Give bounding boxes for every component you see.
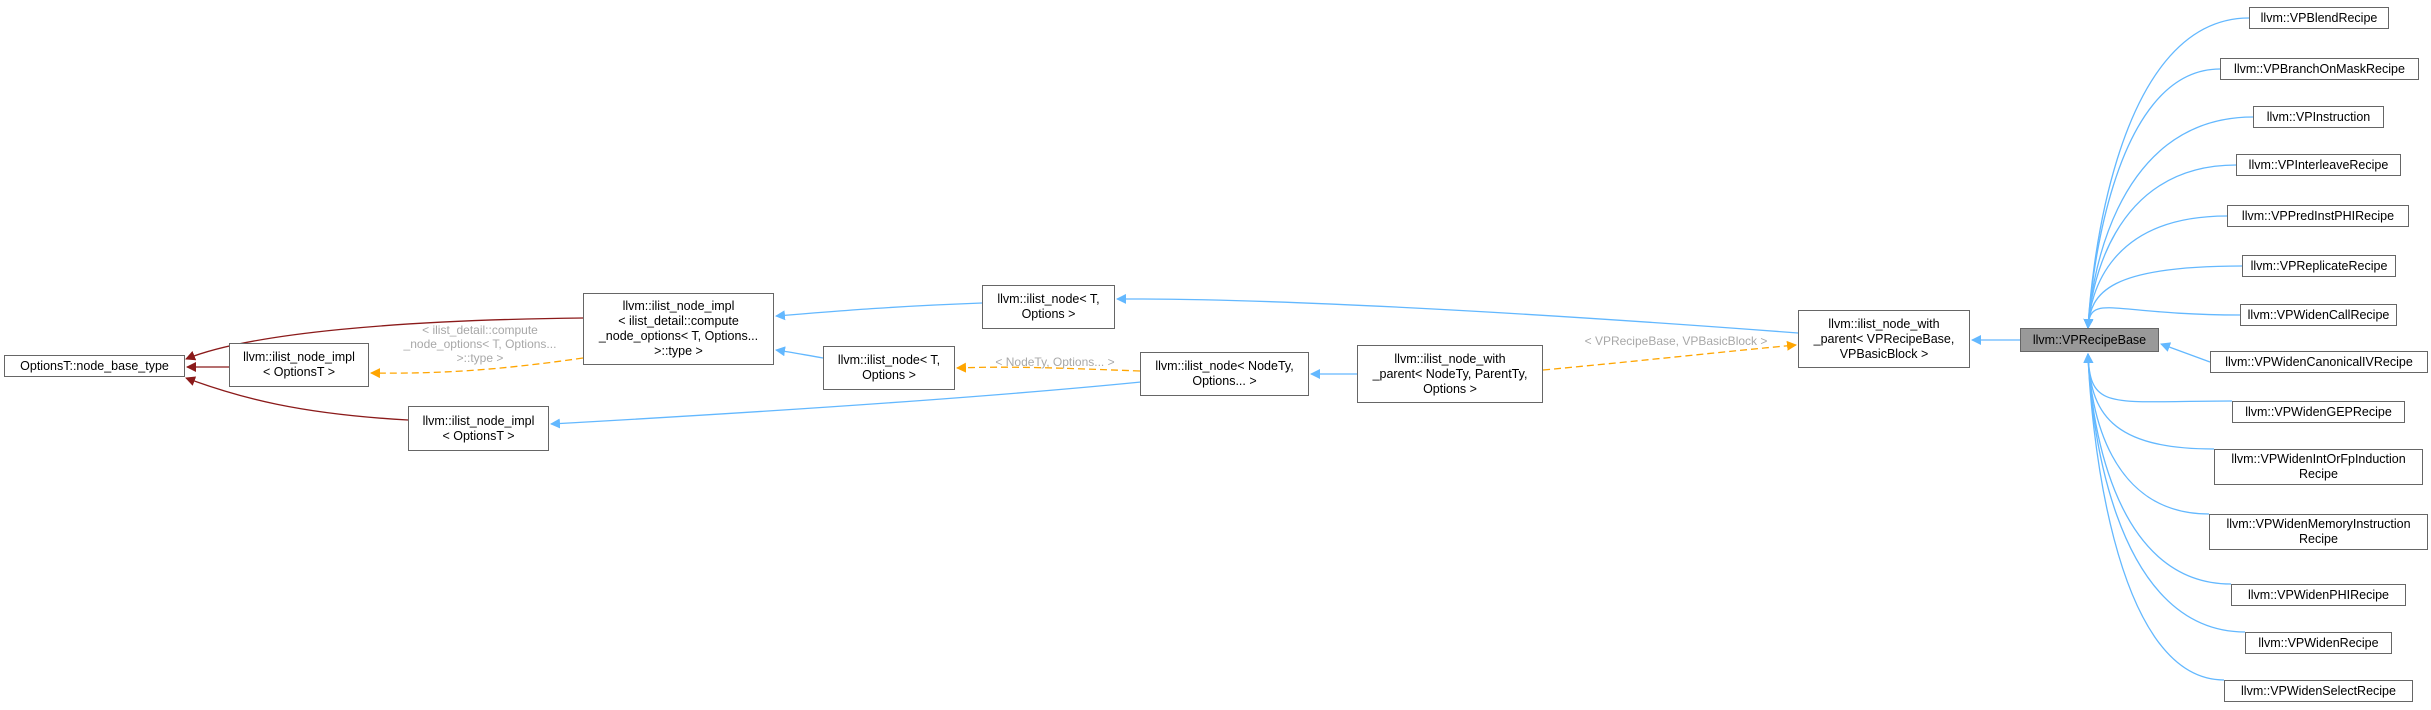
node-label-line: llvm::VPWidenMemoryInstruction	[2226, 517, 2411, 531]
derived-class-node[interactable]: llvm::VPBlendRecipe	[2249, 7, 2389, 29]
node-label-line: >::type >	[654, 344, 703, 358]
node-label-line: _parent< NodeTy, ParentTy,	[1372, 366, 1528, 381]
node-label-line: llvm::VPWidenGEPRecipe	[2245, 404, 2392, 419]
derived-class-node[interactable]: llvm::VPReplicateRecipe	[2242, 255, 2396, 277]
node-label-line: _parent< VPRecipeBase,	[1813, 331, 1955, 346]
node-label-line: llvm::ilist_node_with	[1828, 316, 1940, 331]
derived-class-node[interactable]: llvm::VPInstruction	[2253, 106, 2384, 128]
inheritance-edge	[2083, 353, 2225, 681]
node-label-line: Options >	[1423, 381, 1477, 396]
node-label-line: llvm::VPBranchOnMaskRecipe	[2234, 61, 2405, 76]
node-label-line: < OptionsT >	[442, 428, 515, 443]
node-label-line: llvm::VPInterleaveRecipe	[2248, 157, 2389, 172]
edge-label-line: < ilist_detail::compute	[422, 323, 538, 337]
node-label-line: < OptionsT >	[262, 365, 336, 379]
edge-label-vprecipebase: < VPRecipeBase, VPBasicBlock >	[1566, 334, 1786, 348]
inheritance-edge	[2083, 353, 2246, 633]
node-label-line: llvm::VPInstruction	[2266, 109, 2371, 124]
inheritance-edge	[550, 381, 1142, 429]
inheritance-edge	[2083, 164, 2237, 329]
derived-class-node[interactable]: llvm::VPWidenPHIRecipe	[2231, 584, 2406, 606]
node-label-line: llvm::ilist_node< NodeTy,	[1155, 359, 1294, 373]
ilist-node-impl-compute-node[interactable]: llvm::ilist_node_impl < ilist_detail::co…	[583, 293, 774, 365]
template-edge	[956, 362, 1141, 373]
node-label-line: VPBasicBlock >	[1839, 346, 1929, 361]
node-label-line: Recipe	[2299, 467, 2338, 481]
ilist-node-impl-optionsT-bottom-node[interactable]: llvm::ilist_node_impl < OptionsT >	[408, 406, 549, 451]
node-label-line: llvm::VPWidenCallRecipe	[2247, 307, 2390, 322]
node-label-line: llvm::ilist_node_impl	[243, 350, 355, 364]
inheritance-edge	[2160, 342, 2211, 363]
node-label-line: llvm::VPPredInstPHIRecipe	[2241, 208, 2395, 223]
node-label-line: llvm::VPRecipeBase	[2032, 332, 2147, 347]
node-label-line: < ilist_detail::compute	[618, 314, 739, 328]
inheritance-edge	[2083, 265, 2243, 329]
derived-class-node[interactable]: llvm::VPBranchOnMaskRecipe	[2220, 58, 2419, 80]
inheritance-edge	[1116, 293, 1799, 334]
edge-label-nodety: < NodeTy, Options... >	[975, 355, 1135, 369]
node-label-line: _node_options< T, Options...	[598, 329, 759, 343]
node-label-line: llvm::VPWidenIntOrFpInduction	[2231, 452, 2406, 466]
inheritance-edge	[2083, 353, 2210, 515]
node-label-line: llvm::VPBlendRecipe	[2260, 10, 2378, 25]
derived-class-node[interactable]: llvm::VPWidenGEPRecipe	[2232, 401, 2405, 423]
derived-class-node[interactable]: llvm::VPWidenCanonicalIVRecipe	[2210, 351, 2428, 373]
ilist-node-T-options-node[interactable]: llvm::ilist_node< T, Options >	[982, 285, 1115, 329]
node-label-line: Options >	[862, 368, 916, 382]
derived-class-node[interactable]: llvm::VPInterleaveRecipe	[2236, 154, 2401, 176]
ilist-node-impl-optionsT-node[interactable]: llvm::ilist_node_impl < OptionsT >	[229, 343, 369, 387]
inheritance-edge	[775, 302, 983, 321]
edge-label-line: _node_options< T, Options...	[403, 337, 557, 351]
node-label-line: llvm::VPWidenSelectRecipe	[2241, 683, 2396, 698]
inheritance-edge	[2083, 307, 2241, 329]
ilist-node-T-options-mid-node[interactable]: llvm::ilist_node< T, Options >	[823, 346, 955, 390]
node-label-line: Options... >	[1192, 374, 1257, 388]
derived-class-node[interactable]: llvm::VPWidenCallRecipe	[2240, 304, 2397, 326]
node-label-line: OptionsT::node_base_type	[20, 358, 169, 373]
edge-label-line: >::type >	[456, 351, 504, 365]
node-label-line: llvm::ilist_node< T,	[837, 353, 941, 367]
derived-class-node[interactable]: llvm::VPWidenRecipe	[2245, 632, 2392, 654]
ilist-node-nodety-node[interactable]: llvm::ilist_node< NodeTy, Options... >	[1140, 352, 1309, 396]
vp-recipe-base-node: llvm::VPRecipeBase	[2020, 328, 2159, 352]
edge-label-line: < NodeTy, Options... >	[995, 355, 1115, 369]
derived-class-node[interactable]: llvm::VPWidenSelectRecipe	[2224, 680, 2413, 702]
template-edge	[1542, 340, 1797, 371]
node-label-line: llvm::ilist_node_impl	[622, 299, 735, 313]
node-label-line: llvm::VPWidenCanonicalIVRecipe	[2225, 354, 2413, 369]
node-label-line: llvm::ilist_node< T,	[997, 292, 1100, 306]
ilist-node-with-parent-generic-node[interactable]: llvm::ilist_node_with _parent< NodeTy, P…	[1357, 345, 1543, 403]
node-label-line: llvm::VPWidenRecipe	[2258, 635, 2379, 650]
node-label-line: llvm::ilist_node_with	[1394, 351, 1506, 366]
edge-label-compute: < ilist_detail::compute _node_options< T…	[390, 323, 570, 365]
inheritance-edge	[775, 346, 824, 359]
derived-class-node[interactable]: llvm::VPPredInstPHIRecipe	[2227, 205, 2409, 227]
base-edge	[185, 376, 409, 421]
node-label-line: llvm::VPWidenPHIRecipe	[2247, 587, 2389, 602]
options-node-base-type-node[interactable]: OptionsT::node_base_type	[4, 355, 185, 377]
template-edge	[370, 357, 584, 379]
base-edge	[185, 317, 584, 361]
node-label-line: Options >	[1021, 307, 1076, 321]
node-label-line: Recipe	[2299, 532, 2338, 546]
ilist-node-with-parent-vprecipebase-node[interactable]: llvm::ilist_node_with _parent< VPRecipeB…	[1798, 310, 1970, 368]
edge-label-line: < VPRecipeBase, VPBasicBlock >	[1584, 334, 1768, 348]
node-label-line: llvm::ilist_node_impl	[422, 413, 535, 428]
node-label-line: llvm::VPReplicateRecipe	[2250, 258, 2388, 273]
